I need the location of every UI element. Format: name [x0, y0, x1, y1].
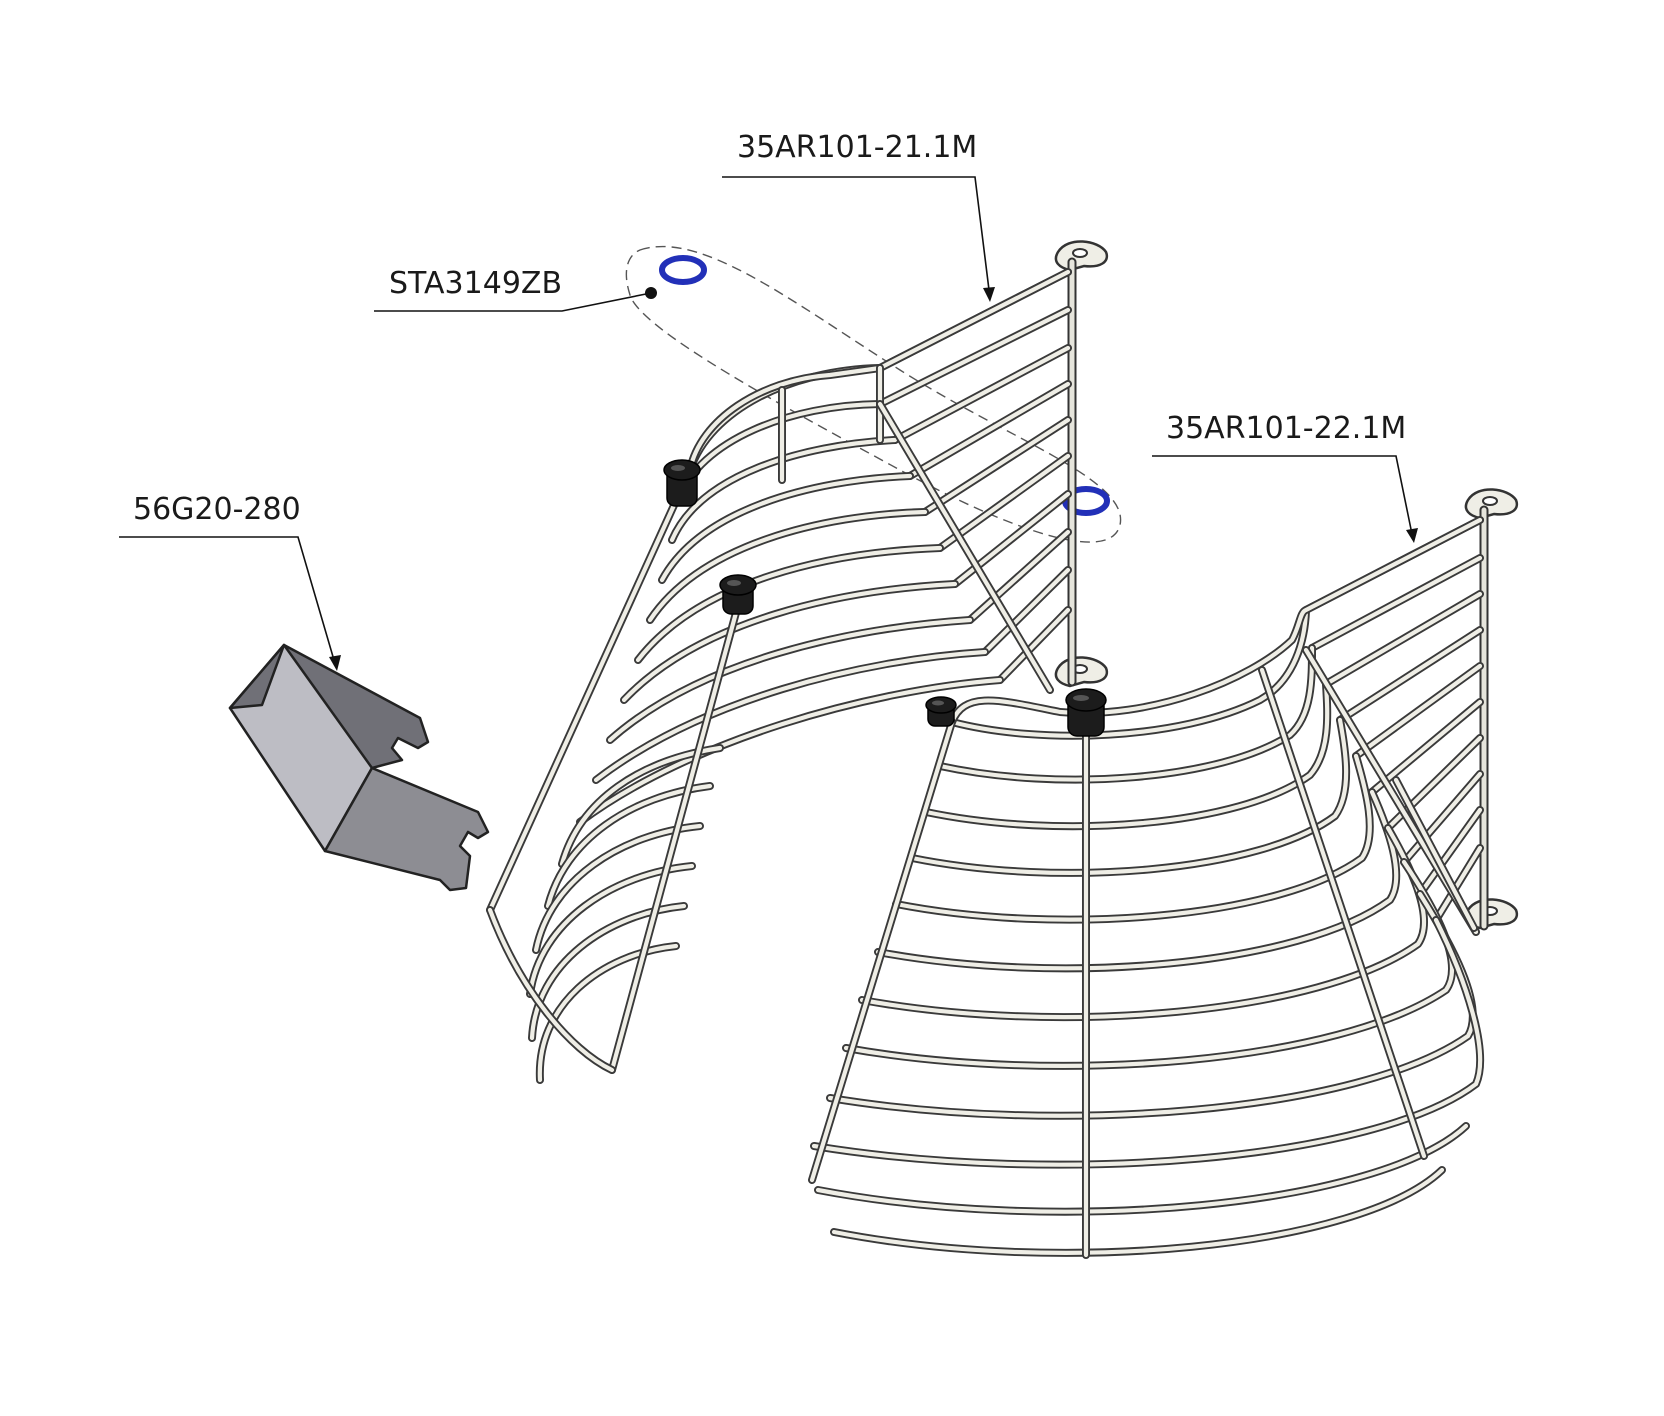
leader-ring-dot: [645, 287, 657, 299]
right-guard-post: [1464, 488, 1519, 931]
label-left-guard: 35AR101-21.1M: [737, 130, 977, 165]
right-guard-arcs: [810, 606, 1485, 1257]
bracket-part: [228, 643, 490, 892]
right-guard-knob-1: [1065, 688, 1107, 737]
left-guard-post: [1054, 240, 1109, 688]
left-guard-ribs: [876, 268, 1072, 684]
callout-ring: STA3149ZB: [374, 266, 657, 312]
leader-bracket-arrow: [329, 655, 341, 671]
right-guard-rails: [808, 516, 1484, 1259]
ring-group-outline: [625, 245, 1122, 543]
right-guard-part: [808, 488, 1519, 1259]
leader-right-guard-arrow: [1406, 528, 1418, 543]
label-ring: STA3149ZB: [389, 266, 562, 301]
leader-ring: [374, 292, 652, 312]
left-guard-knob-1: [663, 459, 701, 507]
left-guard-part: [486, 240, 1109, 1084]
ring-part-top: [659, 255, 707, 285]
callout-right-guard: 35AR101-22.1M: [1152, 411, 1418, 543]
left-guard-rails: [486, 268, 1072, 1074]
leader-bracket: [119, 536, 337, 668]
label-bracket: 56G20-280: [133, 492, 301, 527]
callout-left-guard: 35AR101-21.1M: [722, 130, 995, 302]
leader-left-guard: [722, 176, 991, 299]
leader-left-guard-arrow: [983, 287, 995, 302]
callout-bracket: 56G20-280: [119, 492, 341, 671]
left-guard-knob-2: [719, 574, 757, 615]
label-right-guard: 35AR101-22.1M: [1166, 411, 1406, 446]
leader-right-guard: [1152, 455, 1414, 540]
right-guard-knob-2: [925, 696, 957, 727]
